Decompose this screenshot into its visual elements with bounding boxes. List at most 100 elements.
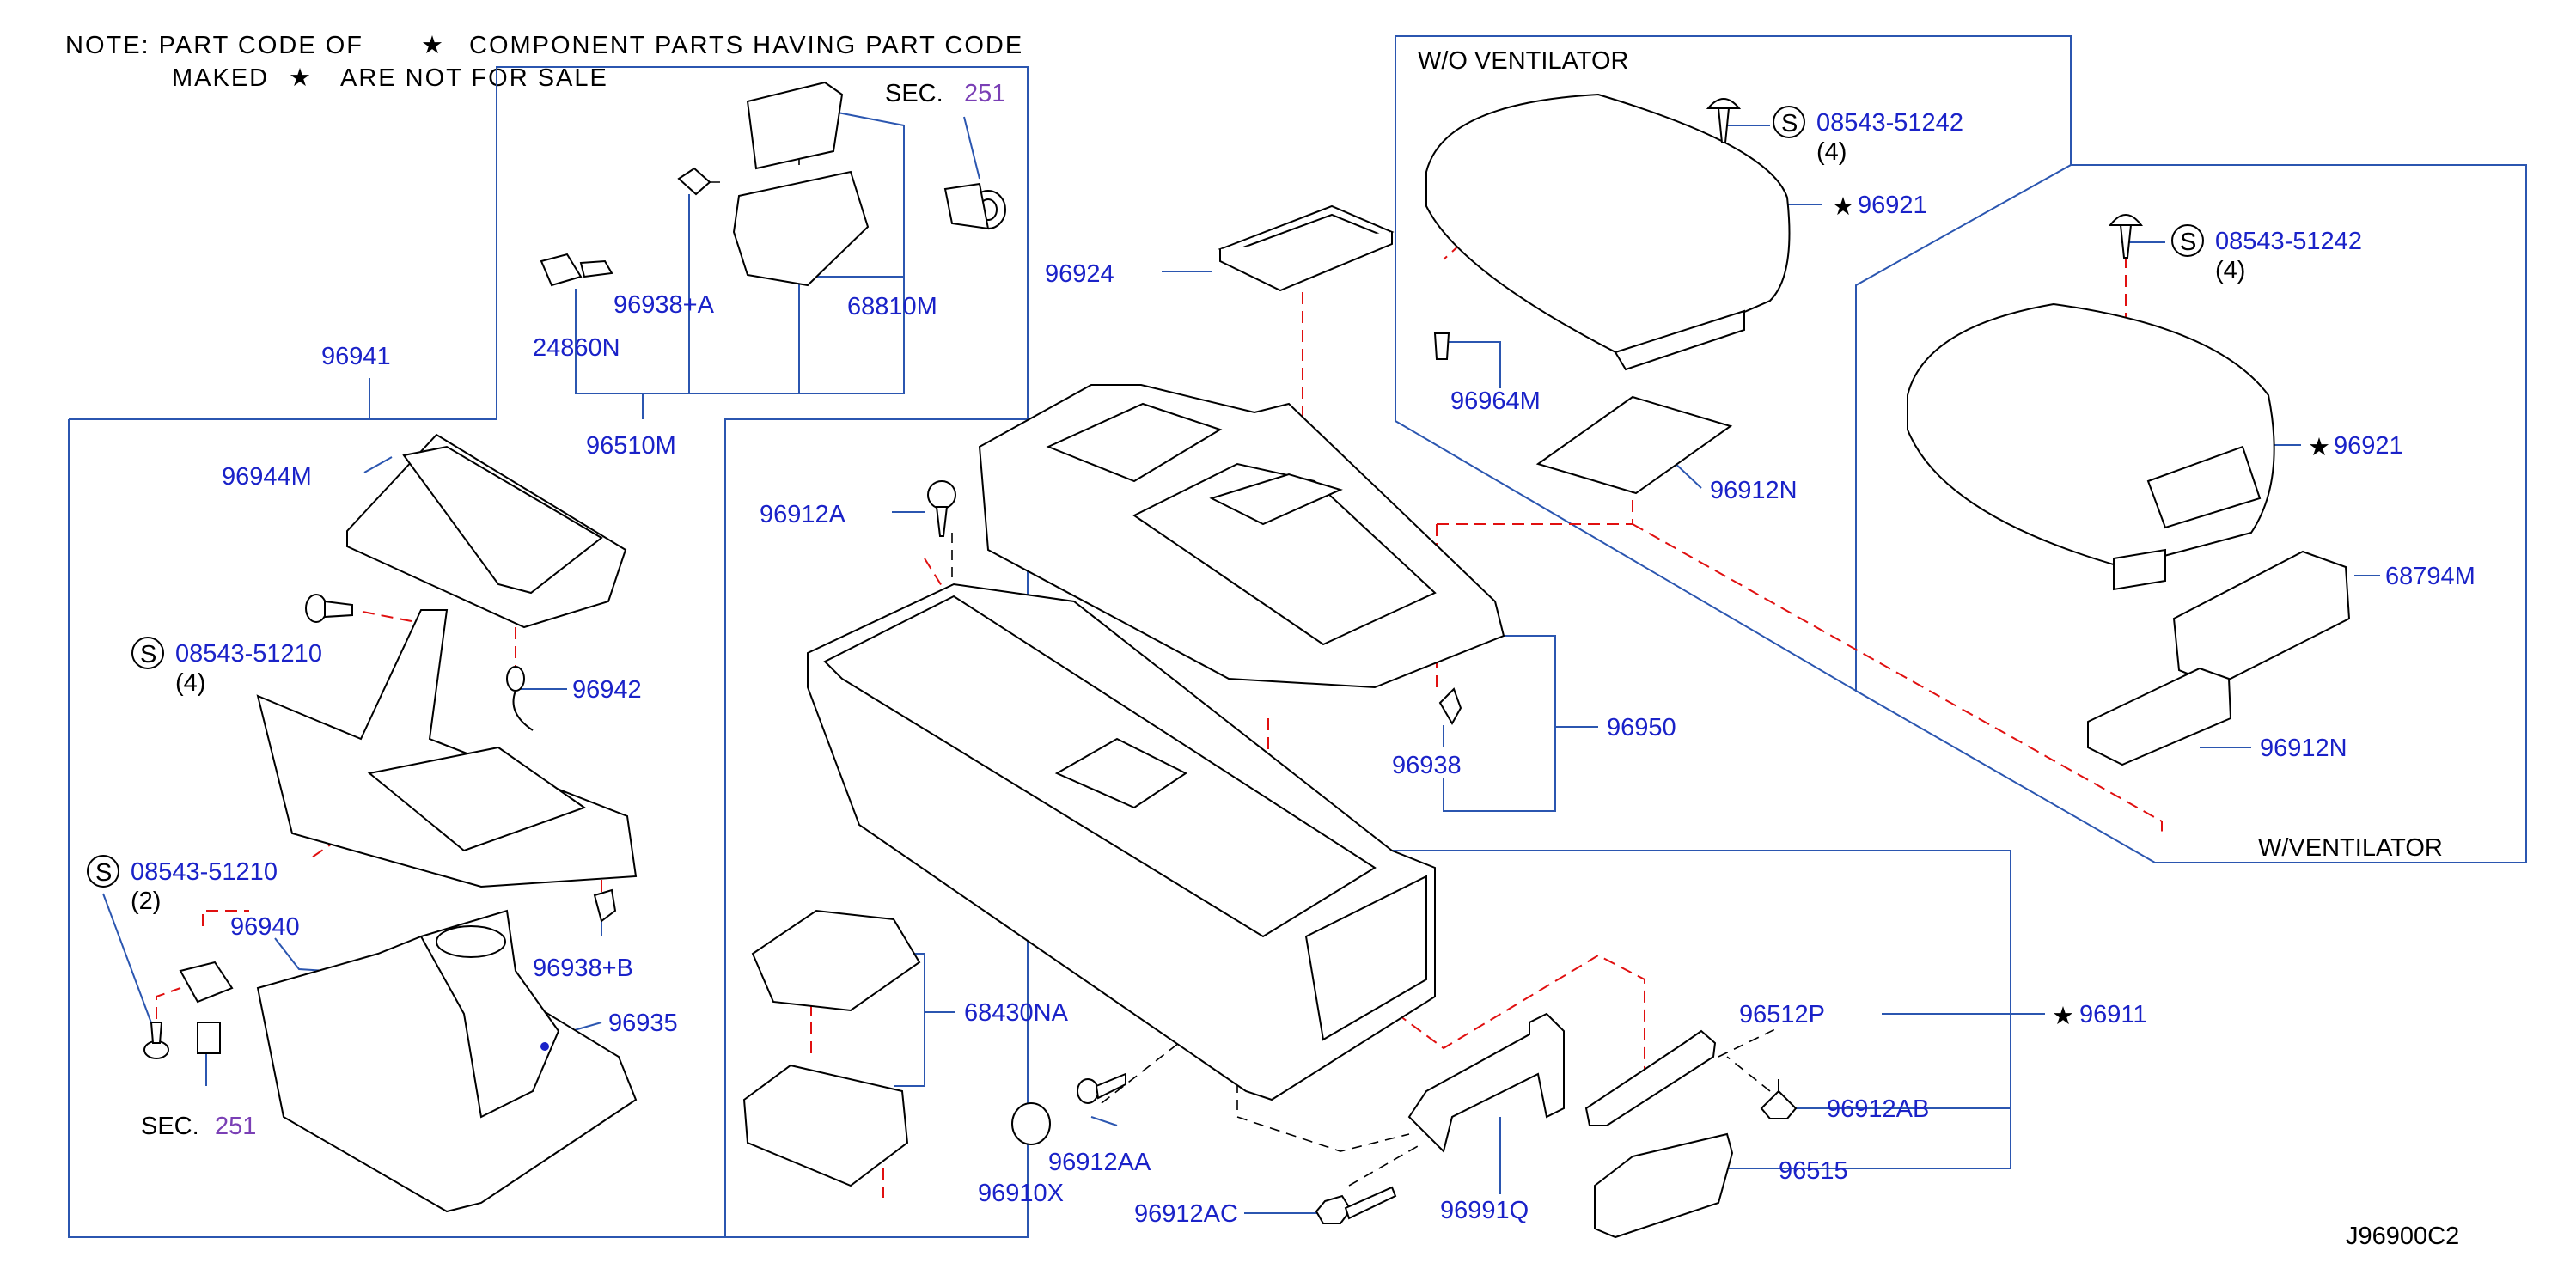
finisher-96944M [346, 433, 627, 629]
callout-96921-a: ★ 96921 [1832, 192, 1927, 221]
label-96964M: 96964M [1450, 387, 1541, 415]
screw-s-icon [131, 637, 164, 669]
armrest-w-vent [1907, 302, 2275, 591]
note-line1-b: COMPONENT PARTS HAVING PART CODE [469, 32, 1023, 59]
bracket-96512P [1584, 1029, 1717, 1126]
callout-08543-51242-b: S 08543-51242 (4) [2171, 224, 2362, 284]
screw-s-icon [87, 855, 119, 888]
bracket-96991Q [1407, 1012, 1565, 1153]
console-lower [807, 583, 1436, 1101]
star-icon: ★ [1832, 193, 1854, 221]
sec-number: 251 [964, 80, 1005, 107]
callout-96911: ★ 96911 [2052, 1001, 2147, 1030]
pad-96515 [1594, 1132, 1734, 1239]
label-96912N-b: 96912N [2260, 735, 2347, 762]
label-96991Q: 96991Q [1440, 1197, 1529, 1224]
qty-label: (4) [1816, 138, 1847, 166]
callout-08543-51210-a: S 08543-51210 (4) [131, 637, 322, 697]
label-96910X: 96910X [978, 1180, 1064, 1207]
note-line2-b: ARE NOT FOR SALE [340, 64, 608, 92]
sec-prefix: SEC. [885, 80, 943, 107]
note-line2-a: MAKED [172, 64, 269, 92]
bulb-96942 [506, 666, 534, 731]
screw-s-symbol: S [2180, 229, 2196, 256]
label-96912AB: 96912AB [1827, 1095, 1929, 1123]
qty-label: (2) [131, 888, 161, 915]
clip-96912AB [1760, 1079, 1798, 1119]
label-96912N-a: 96912N [1710, 477, 1798, 504]
screw-s-icon [2171, 224, 2204, 257]
bolt-96912AC [1315, 1186, 1397, 1224]
pin-96964M [1433, 332, 1450, 360]
console-upper-96950 [978, 384, 1505, 689]
note-line1-a: NOTE: PART CODE OF [65, 32, 363, 59]
part-24860N [540, 253, 613, 287]
screw-96912AA [1077, 1072, 1126, 1104]
screw-08543-51242-b [2108, 214, 2144, 259]
screw-s-symbol: S [1781, 110, 1798, 137]
sec-number: 251 [215, 1113, 256, 1140]
armrest-wo-vent [1425, 93, 1791, 371]
label-96938B: 96938+B [533, 955, 633, 982]
leader-sec251-a [963, 116, 980, 180]
label-96941: 96941 [321, 343, 391, 370]
callout-96921-b: ★ 96921 [2308, 432, 2403, 461]
leader-96944M [363, 456, 393, 473]
screw-08543-51242-a [1706, 98, 1742, 143]
label-96938A: 96938+A [613, 291, 715, 319]
label-96942: 96942 [572, 676, 642, 704]
label-96924: 96924 [1045, 260, 1114, 288]
part-illustrations [143, 81, 2351, 1239]
qty-label: (4) [2215, 257, 2245, 284]
label-96515: 96515 [1779, 1157, 1848, 1185]
clip-96938 [1438, 687, 1462, 726]
trim-96940 [256, 609, 638, 888]
wo-ventilator-label: W/O VENTILATOR [1418, 47, 1628, 75]
switch-block [179, 961, 234, 1054]
part-labels: 96941 96944M 96510M 24860N 96938+A 68810… [87, 106, 2475, 1228]
w-ventilator-frame [1855, 164, 2527, 863]
label-68430NA: 68430NA [964, 999, 1069, 1027]
label-96912A: 96912A [760, 501, 846, 528]
leader-08543-51210-b [102, 893, 159, 1042]
star-icon: ★ [2052, 1003, 2074, 1030]
label-96940: 96940 [230, 913, 300, 941]
label-68794M: 68794M [2385, 563, 2475, 590]
leader-96912AA [1090, 1116, 1118, 1126]
sec-ref-bottom: SEC. 251 [141, 1113, 256, 1140]
console-frame-left [724, 418, 1028, 1237]
screw-s-symbol: S [95, 859, 112, 887]
boot-96935 [256, 909, 638, 1213]
pad-96912N-b [2087, 667, 2232, 766]
tray-96924 [1218, 204, 1395, 292]
screw-08543-51210-b [143, 1022, 169, 1059]
leader-96964M [1440, 341, 1501, 388]
label-96912AC: 96912AC [1134, 1200, 1238, 1228]
label-96944M: 96944M [222, 463, 312, 491]
label-96935: 96935 [608, 1010, 678, 1037]
label-24860N: 24860N [533, 334, 620, 362]
note-star-icon: ★ [421, 32, 445, 59]
leader-68810M [833, 111, 905, 309]
clip-96938A [677, 167, 711, 196]
note-block: NOTE: PART CODE OF ★ COMPONENT PARTS HAV… [65, 32, 1023, 92]
sec-prefix: SEC. [141, 1113, 199, 1140]
callout-08543-51242-a: S 08543-51242 (4) [1773, 106, 1963, 166]
vent-68794M [2172, 550, 2351, 687]
label-96912AA: 96912AA [1048, 1149, 1151, 1176]
label-08543-51210-b: 08543-51210 [131, 858, 278, 886]
bracket-96911 [1383, 850, 2011, 1169]
bracket-96950 [1443, 635, 1556, 812]
label-96950: 96950 [1607, 714, 1676, 741]
label-96938: 96938 [1392, 752, 1462, 779]
sec-ref-top: SEC. 251 [885, 80, 1005, 107]
pad-96912N-a [1535, 395, 1733, 495]
screw-s-symbol: S [140, 641, 156, 668]
label-96921-a: 96921 [1858, 192, 1927, 219]
label-96911: 96911 [2079, 1001, 2147, 1028]
screw-96912A [927, 480, 956, 537]
screw-08543-51210-a [305, 594, 353, 623]
callout-08543-51210-b: S 08543-51210 (2) [87, 855, 278, 915]
pointer-dot [540, 1042, 549, 1051]
